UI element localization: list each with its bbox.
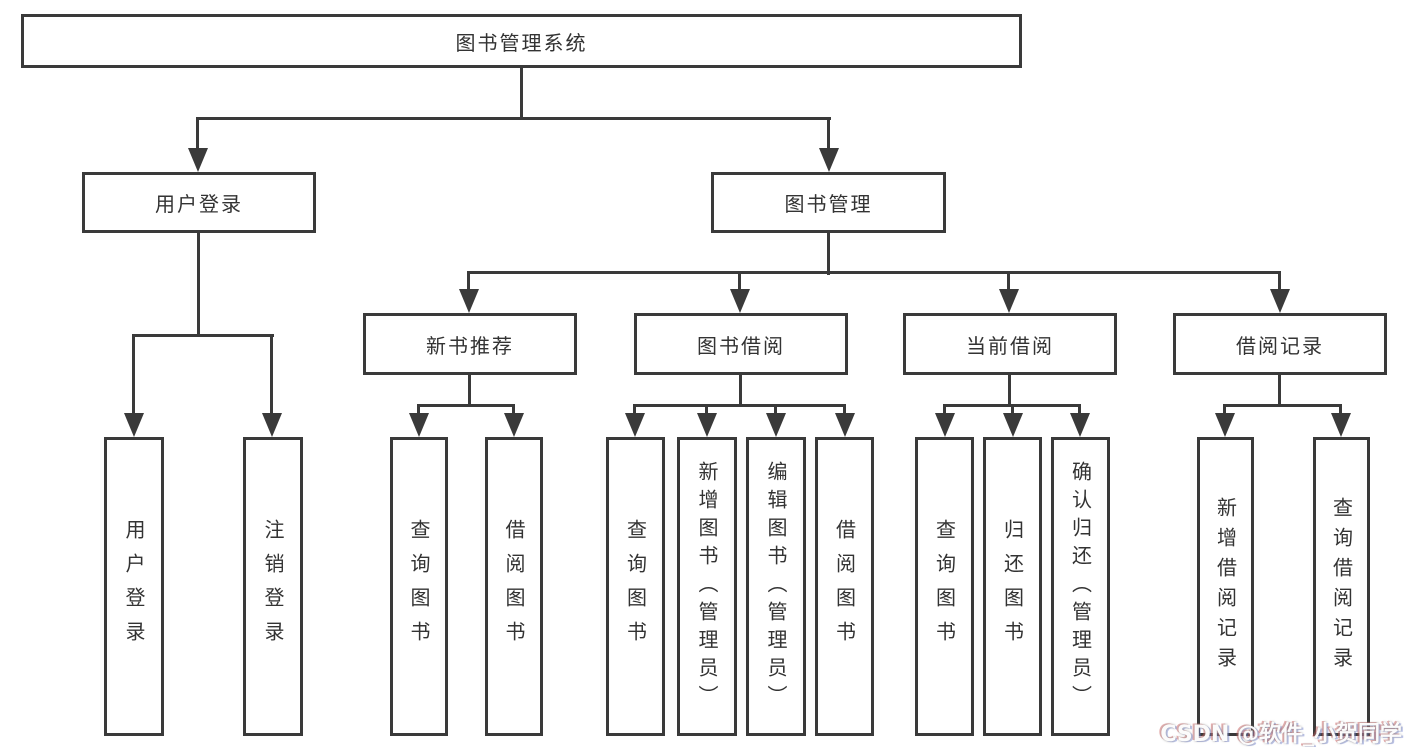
connector-line	[270, 334, 273, 415]
csdn-watermark: CSDN @软件_小贺同学	[1160, 722, 1402, 747]
node-label: 新增借阅记录	[1213, 496, 1238, 677]
arrow-down-icon	[625, 413, 645, 437]
leaf-return-books: 归还图书	[983, 437, 1042, 736]
arrow-down-icon	[124, 413, 144, 437]
leaf-edit-books-admin: 编辑图书（管理员）	[746, 437, 806, 736]
connector-line	[197, 117, 831, 120]
connector-line	[943, 404, 946, 416]
leaf-user-login: 用户登录	[104, 437, 164, 736]
arrow-down-icon	[730, 289, 750, 313]
connector-line	[417, 404, 515, 407]
leaf-add-books-admin: 新增图书（管理员）	[677, 437, 737, 736]
connector-line	[1008, 373, 1011, 407]
node-label: 用户登录	[122, 518, 146, 655]
connector-line	[774, 404, 777, 416]
connector-line	[417, 404, 420, 416]
node-label: 确认归还（管理员）	[1068, 460, 1093, 713]
arrow-down-icon	[262, 413, 282, 437]
connector-line	[843, 404, 846, 416]
arrow-down-icon	[1331, 413, 1351, 437]
node-label: 查询图书	[932, 518, 957, 655]
connector-line	[1278, 373, 1281, 407]
arrow-down-icon	[835, 413, 855, 437]
arrow-down-icon	[999, 289, 1019, 313]
connector-line	[738, 271, 741, 293]
leaf-query-books-borrow: 查询图书	[606, 437, 665, 736]
leaf-borrow-books: 借阅图书	[815, 437, 874, 736]
connector-line	[1339, 404, 1342, 416]
connector-line	[1278, 271, 1281, 293]
connector-line	[739, 373, 742, 407]
arrow-down-icon	[1003, 413, 1023, 437]
connector-line	[197, 230, 200, 337]
node-label: 借阅记录	[1236, 333, 1324, 358]
connector-line	[827, 230, 830, 275]
connector-line	[196, 117, 199, 151]
connector-line	[1223, 404, 1226, 416]
connector-line	[520, 66, 523, 120]
leaf-query-borrow-record: 查询借阅记录	[1313, 437, 1370, 736]
connector-line	[132, 334, 135, 415]
node-label: 借阅图书	[502, 518, 526, 655]
connector-line	[468, 373, 471, 407]
node-user-login-group: 用户登录	[82, 172, 316, 233]
arrow-down-icon	[409, 413, 429, 437]
arrow-down-icon	[1070, 413, 1090, 437]
node-label: 查询图书	[407, 518, 431, 655]
leaf-confirm-return-admin: 确认归还（管理员）	[1051, 437, 1110, 736]
arrow-down-icon	[1215, 413, 1235, 437]
node-label: 借阅图书	[832, 518, 857, 655]
arrow-down-icon	[819, 148, 839, 172]
node-label: 当前借阅	[966, 333, 1054, 358]
arrow-down-icon	[766, 413, 786, 437]
leaf-borrow-books-recommend: 借阅图书	[485, 437, 543, 736]
leaf-logout: 注销登录	[243, 437, 303, 736]
connector-line	[133, 334, 274, 337]
node-label: 图书借阅	[697, 333, 785, 358]
leaf-add-borrow-record: 新增借阅记录	[1197, 437, 1254, 736]
node-label: 新书推荐	[426, 333, 514, 358]
arrow-down-icon	[697, 413, 717, 437]
node-new-book-recommend: 新书推荐	[363, 313, 577, 375]
node-label: 查询借阅记录	[1329, 496, 1354, 677]
node-label: 编辑图书（管理员）	[764, 460, 788, 713]
node-label: 图书管理	[784, 192, 873, 216]
connector-line	[512, 404, 515, 416]
node-label: 查询图书	[623, 518, 648, 655]
connector-line	[1078, 404, 1081, 416]
connector-line	[1007, 271, 1010, 293]
connector-line	[827, 117, 830, 151]
arrow-down-icon	[1270, 289, 1290, 313]
node-current-borrow: 当前借阅	[903, 313, 1117, 375]
node-label: 注销登录	[261, 518, 285, 655]
node-library-management-system: 图书管理系统	[21, 14, 1022, 68]
connector-line	[705, 404, 708, 416]
connector-line	[633, 404, 845, 407]
node-borrow-records: 借阅记录	[1173, 313, 1387, 375]
node-label: 图书管理系统	[455, 30, 588, 55]
leaf-query-books-recommend: 查询图书	[390, 437, 448, 736]
arrow-down-icon	[935, 413, 955, 437]
connector-line	[633, 404, 636, 416]
node-label: 新增图书（管理员）	[695, 460, 719, 713]
connector-line	[1011, 404, 1014, 416]
arrow-down-icon	[459, 289, 479, 313]
node-label: 归还图书	[1000, 518, 1025, 655]
connector-line	[1223, 404, 1342, 407]
arrow-down-icon	[188, 148, 208, 172]
connector-line	[467, 271, 470, 293]
node-book-management-group: 图书管理	[711, 172, 946, 233]
arrow-down-icon	[504, 413, 524, 437]
connector-line	[467, 271, 1281, 274]
node-book-borrow: 图书借阅	[634, 313, 848, 375]
leaf-query-books-current: 查询图书	[915, 437, 974, 736]
node-label: 用户登录	[155, 192, 243, 216]
